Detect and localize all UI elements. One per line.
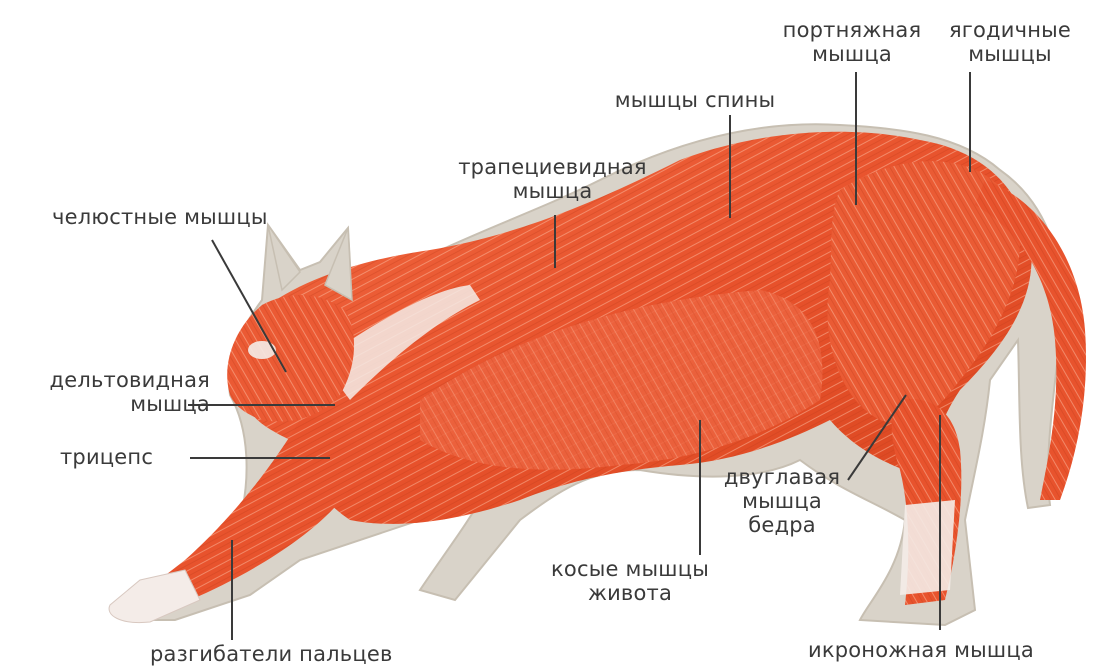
label-biceps-femoris-line2: мышца (712, 489, 852, 513)
label-deltoid-line2: мышца (10, 392, 210, 416)
label-biceps-femoris-line3: бедра (712, 513, 852, 537)
label-sartorius: портняжная мышца (752, 18, 952, 66)
label-triceps: трицепс (60, 445, 153, 469)
label-jaw: челюстные мышцы (52, 205, 268, 229)
label-trapezius: трапециевидная мышца (425, 155, 680, 203)
label-biceps-femoris-line1: двуглавая (712, 465, 852, 489)
label-back-line1: мышцы спины (585, 88, 805, 112)
label-obliques-line2: живота (520, 581, 740, 605)
label-deltoid: дельтовидная мышца (10, 368, 210, 416)
label-finger-extensors: разгибатели пальцев (150, 642, 393, 666)
label-sartorius-line1: портняжная (752, 18, 952, 42)
label-gluteal: ягодичные мышцы (935, 18, 1085, 66)
label-gastrocnemius-line1: икроножная мышца (808, 638, 1034, 662)
label-back: мышцы спины (585, 88, 805, 112)
label-gastrocnemius: икроножная мышца (808, 638, 1034, 662)
label-sartorius-line2: мышца (752, 42, 952, 66)
label-jaw-line1: челюстные мышцы (52, 205, 268, 229)
label-obliques-line1: косые мышцы (520, 557, 740, 581)
label-finger-extensors-line1: разгибатели пальцев (150, 642, 393, 666)
label-trapezius-line1: трапециевидная (425, 155, 680, 179)
label-gluteal-line1: ягодичные (935, 18, 1085, 42)
label-trapezius-line2: мышца (425, 179, 680, 203)
label-obliques: косые мышцы живота (520, 557, 740, 605)
label-triceps-line1: трицепс (60, 445, 153, 469)
label-deltoid-line1: дельтовидная (10, 368, 210, 392)
label-gluteal-line2: мышцы (935, 42, 1085, 66)
label-biceps-femoris: двуглавая мышца бедра (712, 465, 852, 537)
